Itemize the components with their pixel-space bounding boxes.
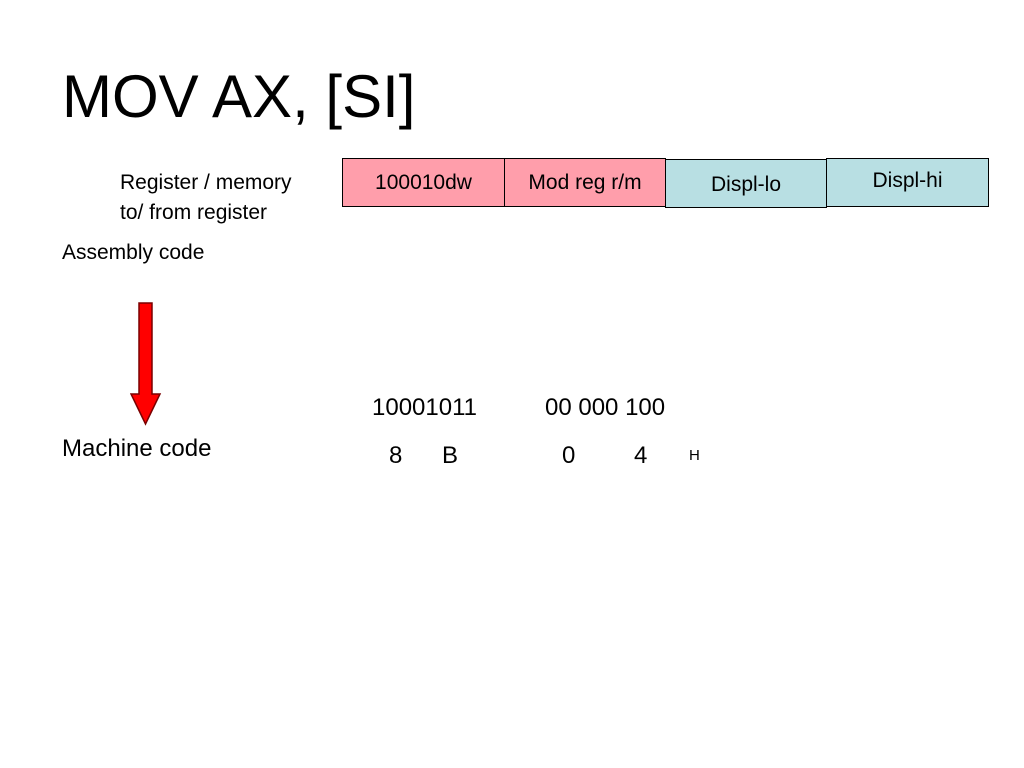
binary-byte-modregrm: 00 000 100 [545, 394, 666, 421]
slide-title: MOV AX, [SI] [62, 63, 416, 130]
format-field-modregrm: Mod reg r/m [504, 158, 666, 207]
hex-digit: 4 [634, 442, 648, 469]
hex-digit: B [442, 442, 459, 469]
format-field-displ-lo: Displ-lo [665, 159, 827, 208]
format-field-opcode: 100010dw [342, 158, 505, 207]
hex-suffix: H [689, 447, 700, 464]
down-arrow-icon [130, 302, 162, 426]
assembly-code-label: Assembly code [62, 241, 205, 264]
hex-digit: 0 [562, 442, 576, 469]
instruction-type-label: Register / memory to/ from register [120, 168, 292, 228]
instruction-type-line-1: Register / memory [120, 171, 292, 194]
down-arrow-shape [130, 302, 162, 426]
instruction-type-line-2: to/ from register [120, 201, 268, 224]
machine-code-label: Machine code [62, 435, 212, 462]
format-field-displ-hi: Displ-hi [826, 158, 989, 207]
hex-digit: 8 [389, 442, 403, 469]
binary-byte-opcode: 10001011 [372, 394, 477, 421]
